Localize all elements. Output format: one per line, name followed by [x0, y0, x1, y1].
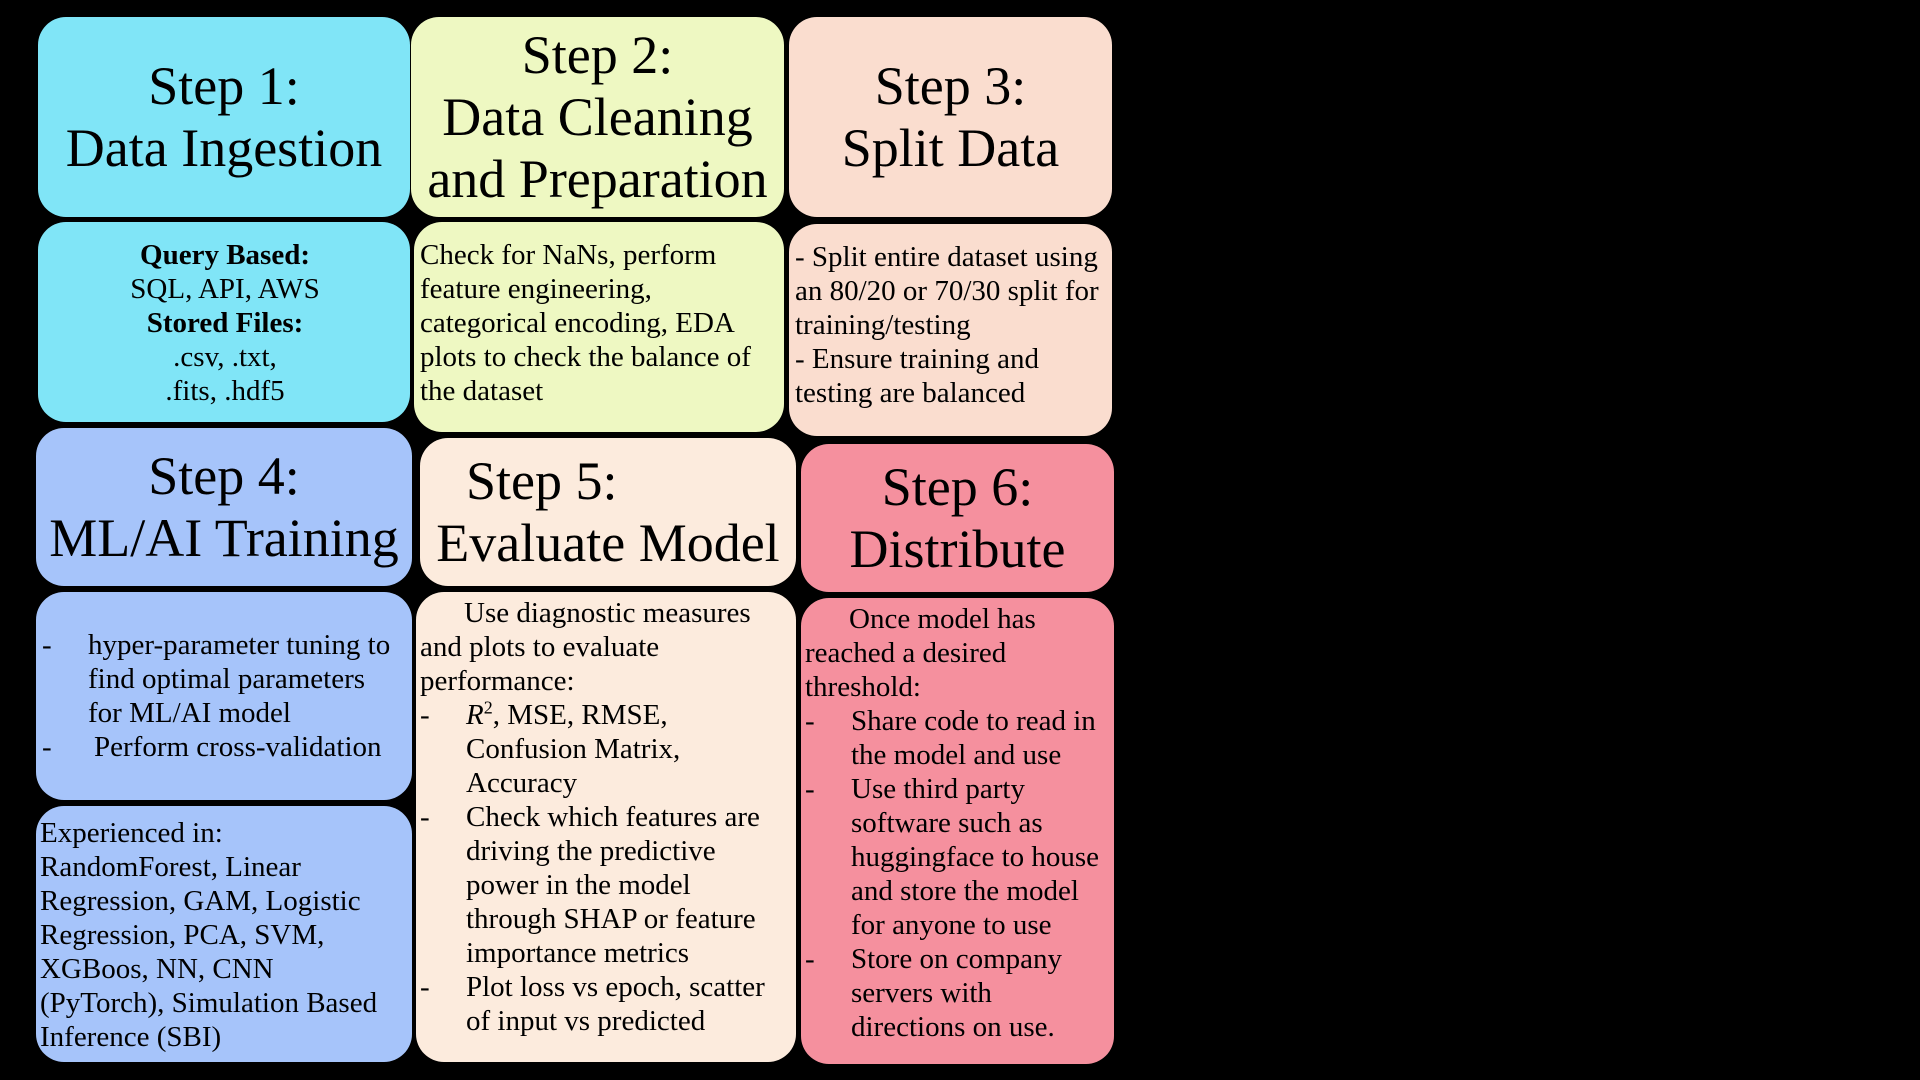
step1-files-line1: .csv, .txt, — [173, 341, 277, 373]
list-item: - Check which features are driving the p… — [420, 800, 786, 970]
dash-bullet: - — [42, 629, 52, 661]
step3-title-box: Step 3: Split Data — [789, 17, 1112, 217]
step6-list: - Share code to read in the model and us… — [805, 704, 1104, 1044]
step5-item2: Check which features are driving the pre… — [466, 801, 760, 969]
step3-content-box: - Split entire dataset using an 80/20 or… — [789, 224, 1112, 436]
step3-item2: - Ensure training and testing are balanc… — [795, 343, 1040, 409]
step1-files-line2: .fits, .hdf5 — [165, 375, 285, 407]
dash-bullet: - — [42, 731, 52, 763]
step1-files-heading: Stored Files: — [146, 307, 304, 339]
step5-intro: Use diagnostic measures and plots to eva… — [420, 597, 751, 697]
step5-list: - R2, MSE, RMSE, Confusion Matrix, Accur… — [420, 698, 786, 1038]
step2-title-box: Step 2: Data Cleaning and Preparation — [411, 17, 784, 217]
step4-tuning-box: - hyper-parameter tuning to find optimal… — [36, 592, 412, 800]
list-item: - Perform cross-validation — [42, 730, 402, 764]
list-item: - Plot loss vs epoch, scatter of input v… — [420, 970, 786, 1038]
step5-title-box: Step 5: Evaluate Model — [420, 438, 796, 586]
dash-bullet: - — [420, 699, 430, 731]
step2-title-line2: Data Cleaning — [442, 87, 753, 147]
step6-title-line1: Step 6: — [881, 457, 1034, 517]
step5-r-exponent: 2 — [483, 697, 493, 718]
list-item: - hyper-parameter tuning to find optimal… — [42, 628, 402, 730]
step3-title-line1: Step 3: — [874, 56, 1027, 116]
step5-item1: , MSE, RMSE, Confusion Matrix, Accuracy — [466, 699, 681, 799]
step3-title-line2: Split Data — [841, 118, 1060, 178]
step1-title-line1: Step 1: — [148, 56, 300, 116]
step6-item3: Store on company servers with directions… — [851, 943, 1063, 1043]
dash-bullet: - — [420, 801, 430, 833]
step1-query-heading: Query Based: — [140, 239, 310, 271]
step2-title-line3: and Preparation — [427, 149, 768, 209]
list-item: - R2, MSE, RMSE, Confusion Matrix, Accur… — [420, 698, 786, 800]
step1-content-box: Query Based: SQL, API, AWS Stored Files:… — [38, 222, 410, 422]
dash-bullet: - — [805, 773, 815, 805]
dash-bullet: - — [805, 943, 815, 975]
step5-title-line2: Evaluate Model — [436, 513, 780, 573]
dash-bullet: - — [420, 971, 430, 1003]
step1-title-line2: Data Ingestion — [65, 118, 383, 178]
step5-title-line1: Step 5: — [466, 451, 618, 511]
step3-item1: - Split entire dataset using an 80/20 or… — [795, 241, 1099, 341]
step5-item3: Plot loss vs epoch, scatter of input vs … — [466, 971, 765, 1037]
list-item: - Share code to read in the model and us… — [805, 704, 1104, 772]
step2-text: Check for NaNs, perform feature engineer… — [420, 239, 751, 407]
step2-content-box: Check for NaNs, perform feature engineer… — [414, 222, 784, 432]
step6-title-line2: Distribute — [849, 519, 1066, 579]
step6-title-box: Step 6: Distribute — [801, 444, 1114, 592]
step6-item1: Share code to read in the model and use — [851, 705, 1096, 771]
step4-item1: hyper-parameter tuning to find optimal p… — [88, 629, 391, 729]
step1-query-items: SQL, API, AWS — [130, 273, 320, 305]
step5-r-symbol: R — [466, 699, 484, 731]
step6-intro: Once model has reached a desired thresho… — [805, 603, 1036, 703]
step4-tuning-list: - hyper-parameter tuning to find optimal… — [42, 628, 402, 764]
list-item: - Store on company servers with directio… — [805, 942, 1104, 1044]
step4-item2: Perform cross-validation — [94, 731, 382, 763]
step4-experience: Experienced in: RandomForest, Linear Reg… — [40, 817, 378, 1053]
list-item: - Use third party software such as huggi… — [805, 772, 1104, 942]
dash-bullet: - — [805, 705, 815, 737]
step6-item2: Use third party software such as hugging… — [851, 773, 1100, 941]
step6-content-box: Once model has reached a desired thresho… — [801, 598, 1114, 1064]
step5-content-box: Use diagnostic measures and plots to eva… — [416, 592, 796, 1062]
step2-title-line1: Step 2: — [521, 25, 674, 85]
step4-title-line1: Step 4: — [148, 446, 300, 506]
step4-experience-box: Experienced in: RandomForest, Linear Reg… — [36, 806, 412, 1062]
step1-title-box: Step 1: Data Ingestion — [38, 17, 410, 217]
step4-title-line2: ML/AI Training — [49, 508, 399, 568]
step4-title-box: Step 4: ML/AI Training — [36, 428, 412, 586]
